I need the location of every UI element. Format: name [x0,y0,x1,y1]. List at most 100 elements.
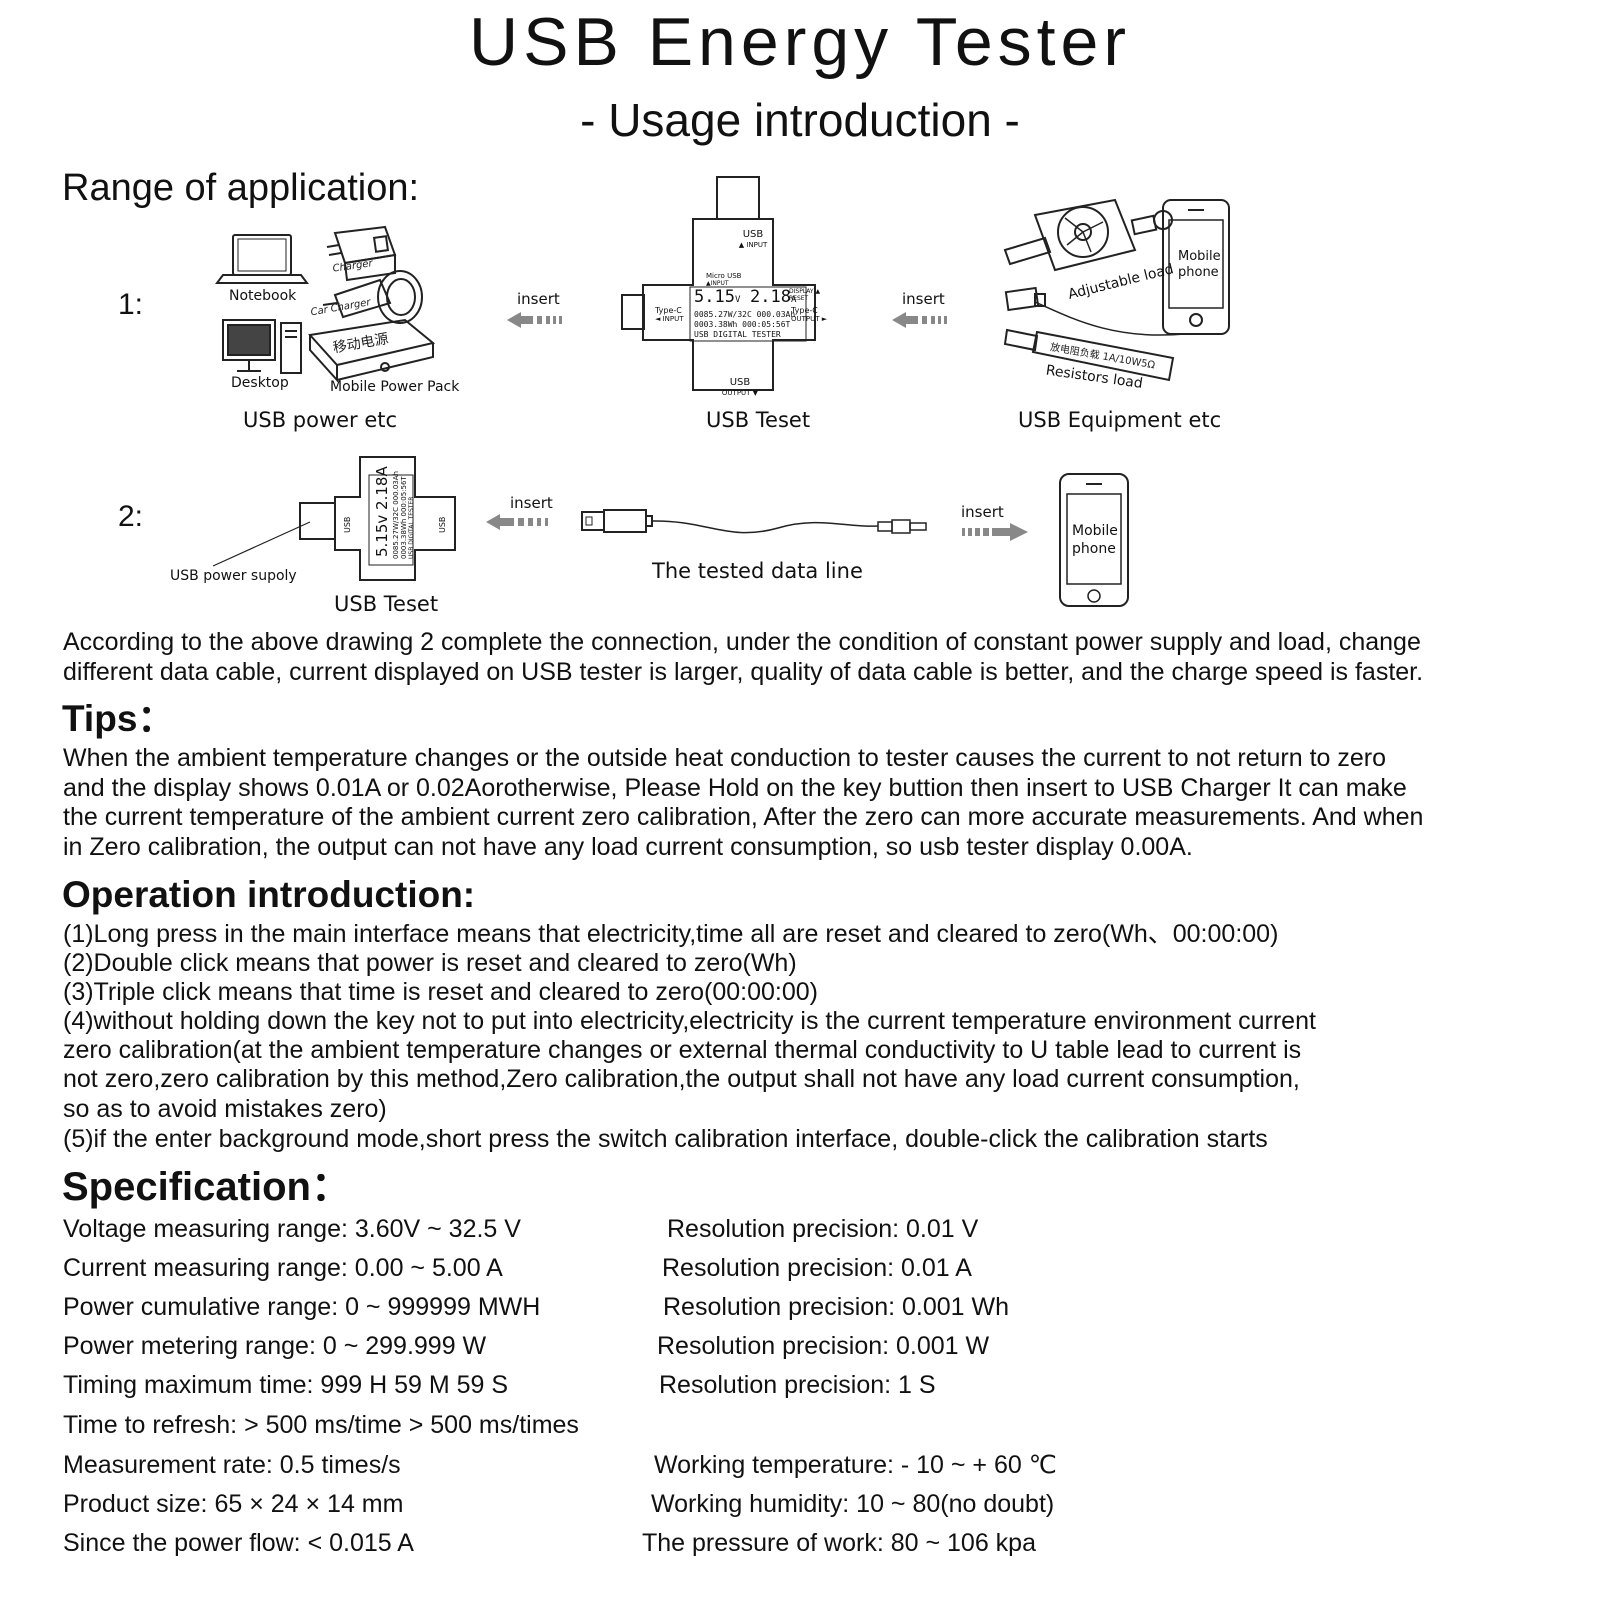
charger-icon [326,225,397,282]
spec-right: The pressure of work: 80 ~ 106 kpa [642,1529,1036,1557]
row1-sources-caption: USB power etc [243,408,398,432]
spec-left: Current measuring range: 0.00 ~ 5.00 A [63,1254,503,1282]
svg-text:USB: USB [343,517,352,533]
row2-cable-caption: The tested data line [652,559,863,583]
row2-tester-caption: USB Teset [334,592,439,616]
desktop-icon [222,319,302,374]
tips-line: in Zero calibration, the output can not … [63,833,1193,861]
spec-left: Power cumulative range: 0 ~ 999999 MWH [63,1293,541,1321]
tips-line: the current temperature of the ambient c… [63,803,1424,831]
arrow-right-icon [962,523,1028,541]
arrow-left-icon [507,312,562,328]
micro-usb-plug-icon [877,519,927,534]
spec-left: Timing maximum time: 999 H 59 M 59 S [63,1371,509,1399]
spec-left: Voltage measuring range: 3.60V ~ 32.5 V [63,1215,521,1243]
row1-insert-right-label: insert [902,290,945,308]
arrow-left-icon [486,514,548,530]
tester-micro-usb: Micro USB [706,272,742,280]
svg-text:phone: phone [1178,265,1219,280]
tester-current-unit: A [790,295,797,305]
tester-typec-in: Type-C [655,306,682,315]
tester-voltage-unit: V [734,295,741,305]
row1-number: 1: [118,288,144,321]
fan-load-icon [1003,198,1173,272]
svg-text:USB: USB [438,517,447,533]
mobile-phone-icon [1162,199,1230,335]
tester-usb-output: USB [729,377,751,388]
svg-text:Desktop: Desktop [231,375,289,391]
spec-right: Working humidity: 10 ~ 80(no doubt) [651,1490,1055,1518]
tester-usb-output-sub: OUTPUT ▼ [721,389,759,397]
tips-line: and the display shows 0.01A or 0.02Aorot… [63,774,1407,802]
tester-micro-usb-sub: ▲INPUT [706,280,729,287]
power-pack-icon: 移动电源 [308,318,436,383]
tester-screen: 5.15V 2.18A [694,288,796,309]
intro-line-1: According to the above drawing 2 complet… [63,628,1421,656]
tester-usb-input: USB [742,229,764,240]
svg-text:Charger: Charger [332,258,374,275]
operation-line: so as to avoid mistakes zero) [63,1095,387,1123]
spec-right: Resolution precision: 0.01 V [667,1215,979,1243]
operation-line: (5)if the enter background mode,short pr… [63,1125,1268,1153]
row1-tester-caption: USB Teset [706,408,811,432]
mobile-phone-icon [1059,473,1129,607]
svg-text:5.15v 2.18A: 5.15v 2.18A [373,466,391,557]
spec-right: Resolution precision: 0.001 Wh [663,1293,1010,1321]
operation-line: (1)Long press in the main interface mean… [63,920,1279,948]
spec-right: Resolution precision: 1 S [659,1371,936,1399]
svg-text:Mobile: Mobile [1178,249,1221,264]
tester-line2: 0085.27W/32C 000.03Ah [694,310,796,319]
notebook-label: Notebook [229,288,297,304]
tester-typec-out: Type-C [791,306,818,315]
tester-usb-input-sub: ▲ INPUT [738,241,768,249]
usb-tester-rotated: 5.15v 2.18A 0085.27W/32C 000.03Ah 0003.3… [299,456,456,581]
row2-insert-left-label: insert [510,494,553,512]
usb-tester-device [621,176,816,391]
spec-left: Time to refresh: > 500 ms/time > 500 ms/… [63,1411,579,1439]
operation-line: (2)Double click means that power is rese… [63,949,797,977]
data-cable-illustration [581,509,927,534]
tester-reset-label: RESET [789,295,809,302]
tester-line4: USB DIGITAL TESTER [694,330,781,339]
svg-text:移动电源: 移动电源 [332,331,390,356]
operation-heading: Operation introduction: [62,874,476,915]
row2-insert-right-label: insert [961,503,1004,521]
car-charger-icon [322,270,423,324]
pointer-line [212,521,311,567]
svg-text:Mobile Power Pack: Mobile Power Pack [330,379,460,395]
tester-current: 2.18 [750,287,791,307]
usb-equipment-illustration: Adjustable load Mobile phone 放电阻负载 1A/10… [1003,198,1230,392]
tester-voltage: 5.15 [694,287,735,307]
svg-text:0003.38Wh 000:05:56T: 0003.38Wh 000:05:56T [400,476,408,559]
svg-text:0085.27W/32C 000.03Ah: 0085.27W/32C 000.03Ah [392,471,400,559]
svg-text:Adjustable load: Adjustable load [1066,261,1175,303]
notebook-icon [215,234,309,284]
row2-phone-label: Mobile phone [1072,523,1118,557]
page-subtitle: - Usage introduction - [580,94,1020,146]
spec-right: Working temperature: - 10 ~ + 60 ℃ [654,1451,1057,1479]
operation-line: zero calibration(at the ambient temperat… [63,1036,1302,1064]
row2-power-supply-label: USB power supoly [170,568,297,584]
tester-line3: 0003.38Wh 000:05:56T [694,320,791,329]
tester-typec-in-sub: ◄ INPUT [655,315,684,323]
arrow-left-icon [892,312,947,328]
power-sources-illustration: 移动电源 Notebook Charger Car Charger Deskto… [215,225,460,395]
specification-heading: Specification： [62,1165,351,1209]
row1-loads-caption: USB Equipment etc [1018,408,1222,432]
row2-number: 2: [118,500,144,533]
page-title: USB Energy Tester [468,4,1131,80]
intro-line-2: different data cable, current displayed … [63,658,1424,686]
spec-left: Power metering range: 0 ~ 299.999 W [63,1332,487,1360]
row1-insert-left-label: insert [517,290,560,308]
operation-line: (4)without holding down the key not to p… [63,1007,1316,1035]
range-heading: Range of application: [62,167,420,209]
operation-line: (3)Triple click means that time is reset… [63,978,818,1006]
spec-right: Resolution precision: 0.01 A [662,1254,972,1282]
svg-text:Car Charger: Car Charger [310,297,372,319]
spec-left: Measurement rate: 0.5 times/s [63,1451,401,1479]
tester-display-label: DISPLAY ▲ [789,288,821,295]
tips-heading: Tips： [62,698,175,739]
tester-typec-out-sub: OUTPUT ► [791,315,828,323]
operation-line: not zero,zero calibration by this method… [63,1065,1300,1093]
tips-line: When the ambient temperature changes or … [63,744,1386,772]
